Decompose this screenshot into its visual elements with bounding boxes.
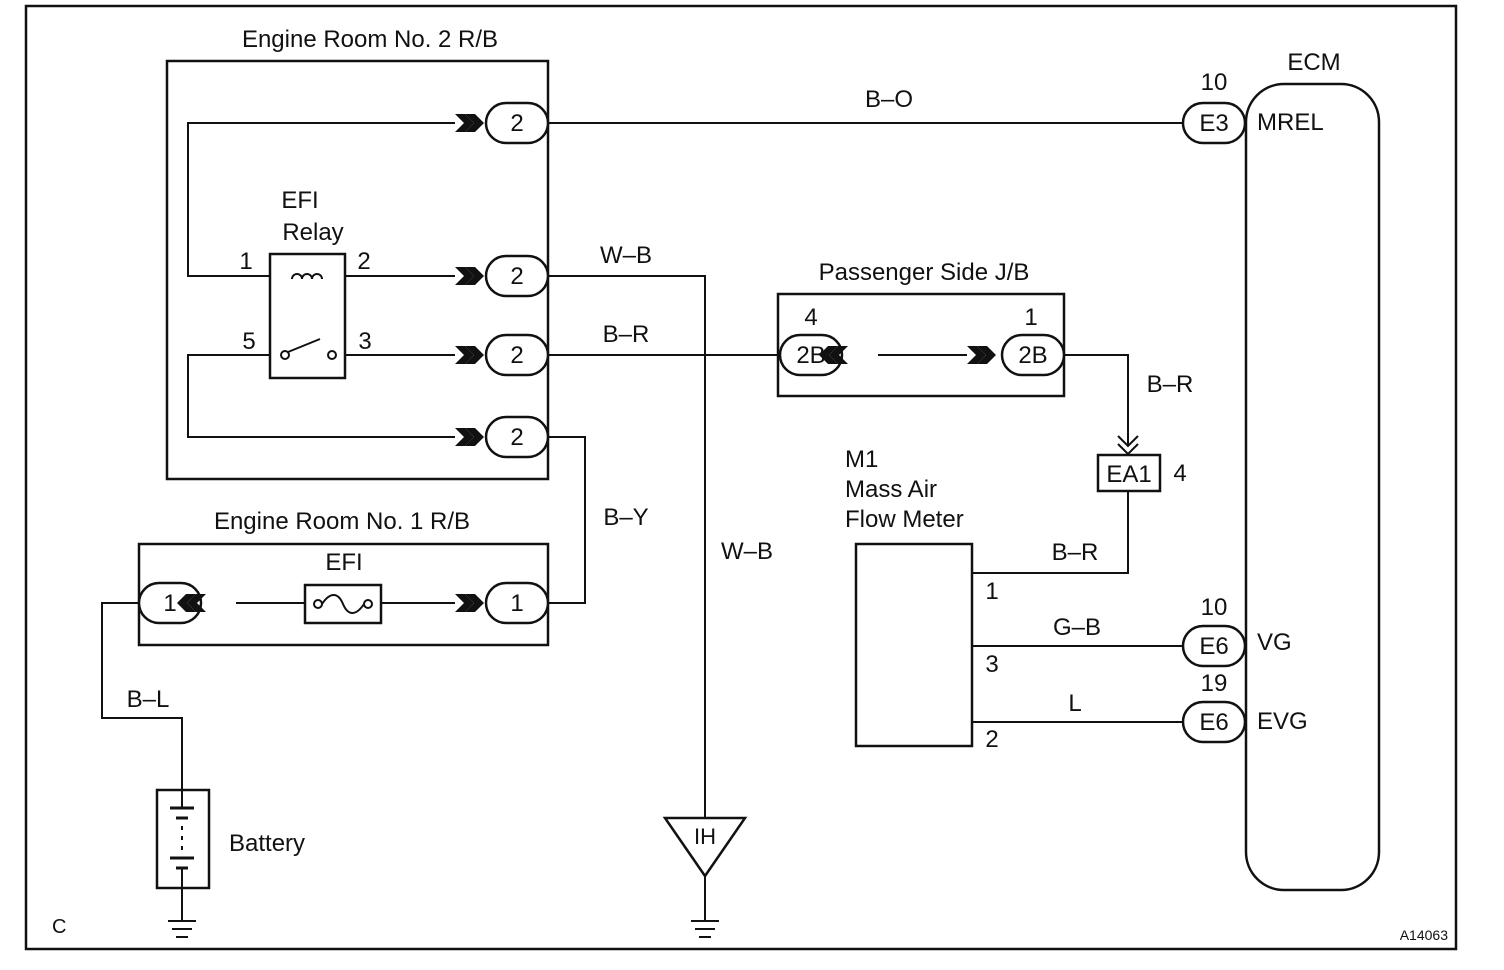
passenger-side-jb-box	[776, 292, 1066, 398]
jb-connector-left-label: 2B	[796, 342, 825, 369]
jb-connector-right-label: 2B	[1018, 342, 1047, 369]
ecm-evg-signal: EVG	[1257, 708, 1308, 735]
ea1-connector: EA1 4	[1096, 453, 1187, 493]
relay-pin-5: 5	[242, 328, 255, 355]
maf-name-line-1: Mass Air	[845, 476, 937, 503]
efi-relay-body	[268, 252, 347, 380]
relay-contact-left	[280, 350, 290, 360]
er2-connector-2: 2	[455, 254, 550, 298]
battery-label: Battery	[229, 830, 305, 857]
ground-ih-triangle	[662, 816, 748, 879]
mass-air-flow-meter: M1 Mass Air Flow Meter 1 3 2	[845, 446, 999, 753]
er2-connector-2-label: 2	[510, 263, 523, 290]
wire-b-o-label: B–O	[865, 86, 913, 113]
er1-connector-right: 1	[455, 581, 550, 625]
diagram-frame	[24, 4, 1458, 951]
efi-fuse-label: EFI	[325, 549, 362, 576]
efi-fuse: EFI	[303, 549, 383, 625]
corner-code-left: C	[52, 916, 66, 938]
maf-name-line-2: Flow Meter	[845, 506, 964, 533]
maf-body	[854, 542, 974, 748]
fuse-element-icon	[321, 594, 365, 614]
relay-pin-3: 3	[358, 328, 371, 355]
battery: Battery	[155, 788, 305, 920]
er1-connector-left-label: 1	[163, 590, 176, 617]
efi-fuse-body	[303, 583, 383, 625]
er2-connector-4: 2	[455, 415, 550, 459]
wire-w-b-label-top: W–B	[600, 242, 652, 269]
ecm-connector-e6-vg: E6 10 VG	[1181, 594, 1292, 668]
efi-relay: EFI Relay 1 2 5 3	[239, 187, 372, 380]
wire-w-b-label-mid: W–B	[721, 538, 773, 565]
wire-b-r-maf	[972, 491, 1129, 574]
jb-pin-right: 1	[1024, 304, 1037, 331]
wire-b-y-label: B–Y	[603, 504, 648, 531]
efi-relay-label-1: EFI	[281, 187, 318, 214]
ecm-e6-evg-pin: 19	[1201, 670, 1228, 697]
ecm-e6-vg-label: E6	[1199, 633, 1228, 660]
wire-b-y	[548, 436, 586, 604]
ea1-label: EA1	[1106, 461, 1151, 488]
relay-switch-icon	[287, 338, 321, 353]
ih-ground-icon	[691, 920, 719, 938]
er1-connector-left: 1	[137, 581, 206, 625]
maf-pin-2: 2	[985, 726, 998, 753]
relay-pin-2: 2	[357, 248, 370, 275]
wire-b-r-maf-label: B–R	[1052, 539, 1099, 566]
ecm-e6-evg-label: E6	[1199, 709, 1228, 736]
ecm-title: ECM	[1287, 49, 1340, 76]
relay-contact-right	[327, 350, 337, 360]
relay-pin1-wire	[187, 122, 455, 277]
maf-ref-label: M1	[845, 446, 878, 473]
ecm-e3-label: E3	[1199, 110, 1228, 137]
relay-pin5-wire	[187, 354, 455, 438]
ecm-vg-signal: VG	[1257, 629, 1292, 656]
engine-room-1-rb-title: Engine Room No. 1 R/B	[214, 508, 470, 535]
ground-ih-label: IH	[694, 824, 716, 849]
wire-w-b	[548, 275, 706, 818]
er2-connector-1-label: 2	[510, 110, 523, 137]
maf-pin-3: 3	[985, 651, 998, 678]
wire-b-r-jb	[1064, 354, 1129, 446]
ea1-pin: 4	[1173, 460, 1186, 487]
ground-ih: IH	[662, 816, 748, 920]
er1-connector-right-label: 1	[510, 590, 523, 617]
er2-connector-4-label: 2	[510, 424, 523, 451]
wire-b-l	[101, 602, 183, 790]
ecm-body	[1244, 82, 1381, 892]
wire-b-r-jb-label: B–R	[1147, 371, 1194, 398]
battery-ground-icon	[168, 920, 196, 938]
er2-connector-3: 2	[455, 333, 550, 377]
passenger-side-jb-title: Passenger Side J/B	[819, 259, 1030, 286]
figure-id: A14063	[1400, 927, 1448, 943]
wire-b-r-main-label: B–R	[603, 321, 650, 348]
wire-g-b-label: G–B	[1053, 614, 1101, 641]
ecm-e6-vg-pin: 10	[1201, 594, 1228, 621]
engine-room-2-rb-title: Engine Room No. 2 R/B	[242, 26, 498, 53]
relay-coil-icon	[291, 273, 323, 280]
er2-connector-1: 2	[455, 101, 550, 145]
ecm-mrel-signal: MREL	[1257, 109, 1324, 136]
maf-pin-1: 1	[985, 578, 998, 605]
efi-relay-label-2: Relay	[282, 219, 343, 246]
jb-pin-left: 4	[804, 304, 817, 331]
wire-b-l-label: B–L	[127, 686, 170, 713]
relay-pin-1: 1	[239, 248, 252, 275]
ecm-e3-pin: 10	[1201, 69, 1228, 96]
ecm-connector-e3: E3 10 MREL	[1181, 69, 1324, 145]
engine-room-1-rb-box	[137, 542, 550, 647]
er2-connector-3-label: 2	[510, 342, 523, 369]
ecm-connector-e6-evg: E6 19 EVG	[1181, 670, 1308, 744]
jb-connector-right: 2B 1	[967, 304, 1066, 377]
jb-connector-left: 2B 4	[778, 304, 848, 377]
wire-l-label: L	[1068, 690, 1081, 717]
